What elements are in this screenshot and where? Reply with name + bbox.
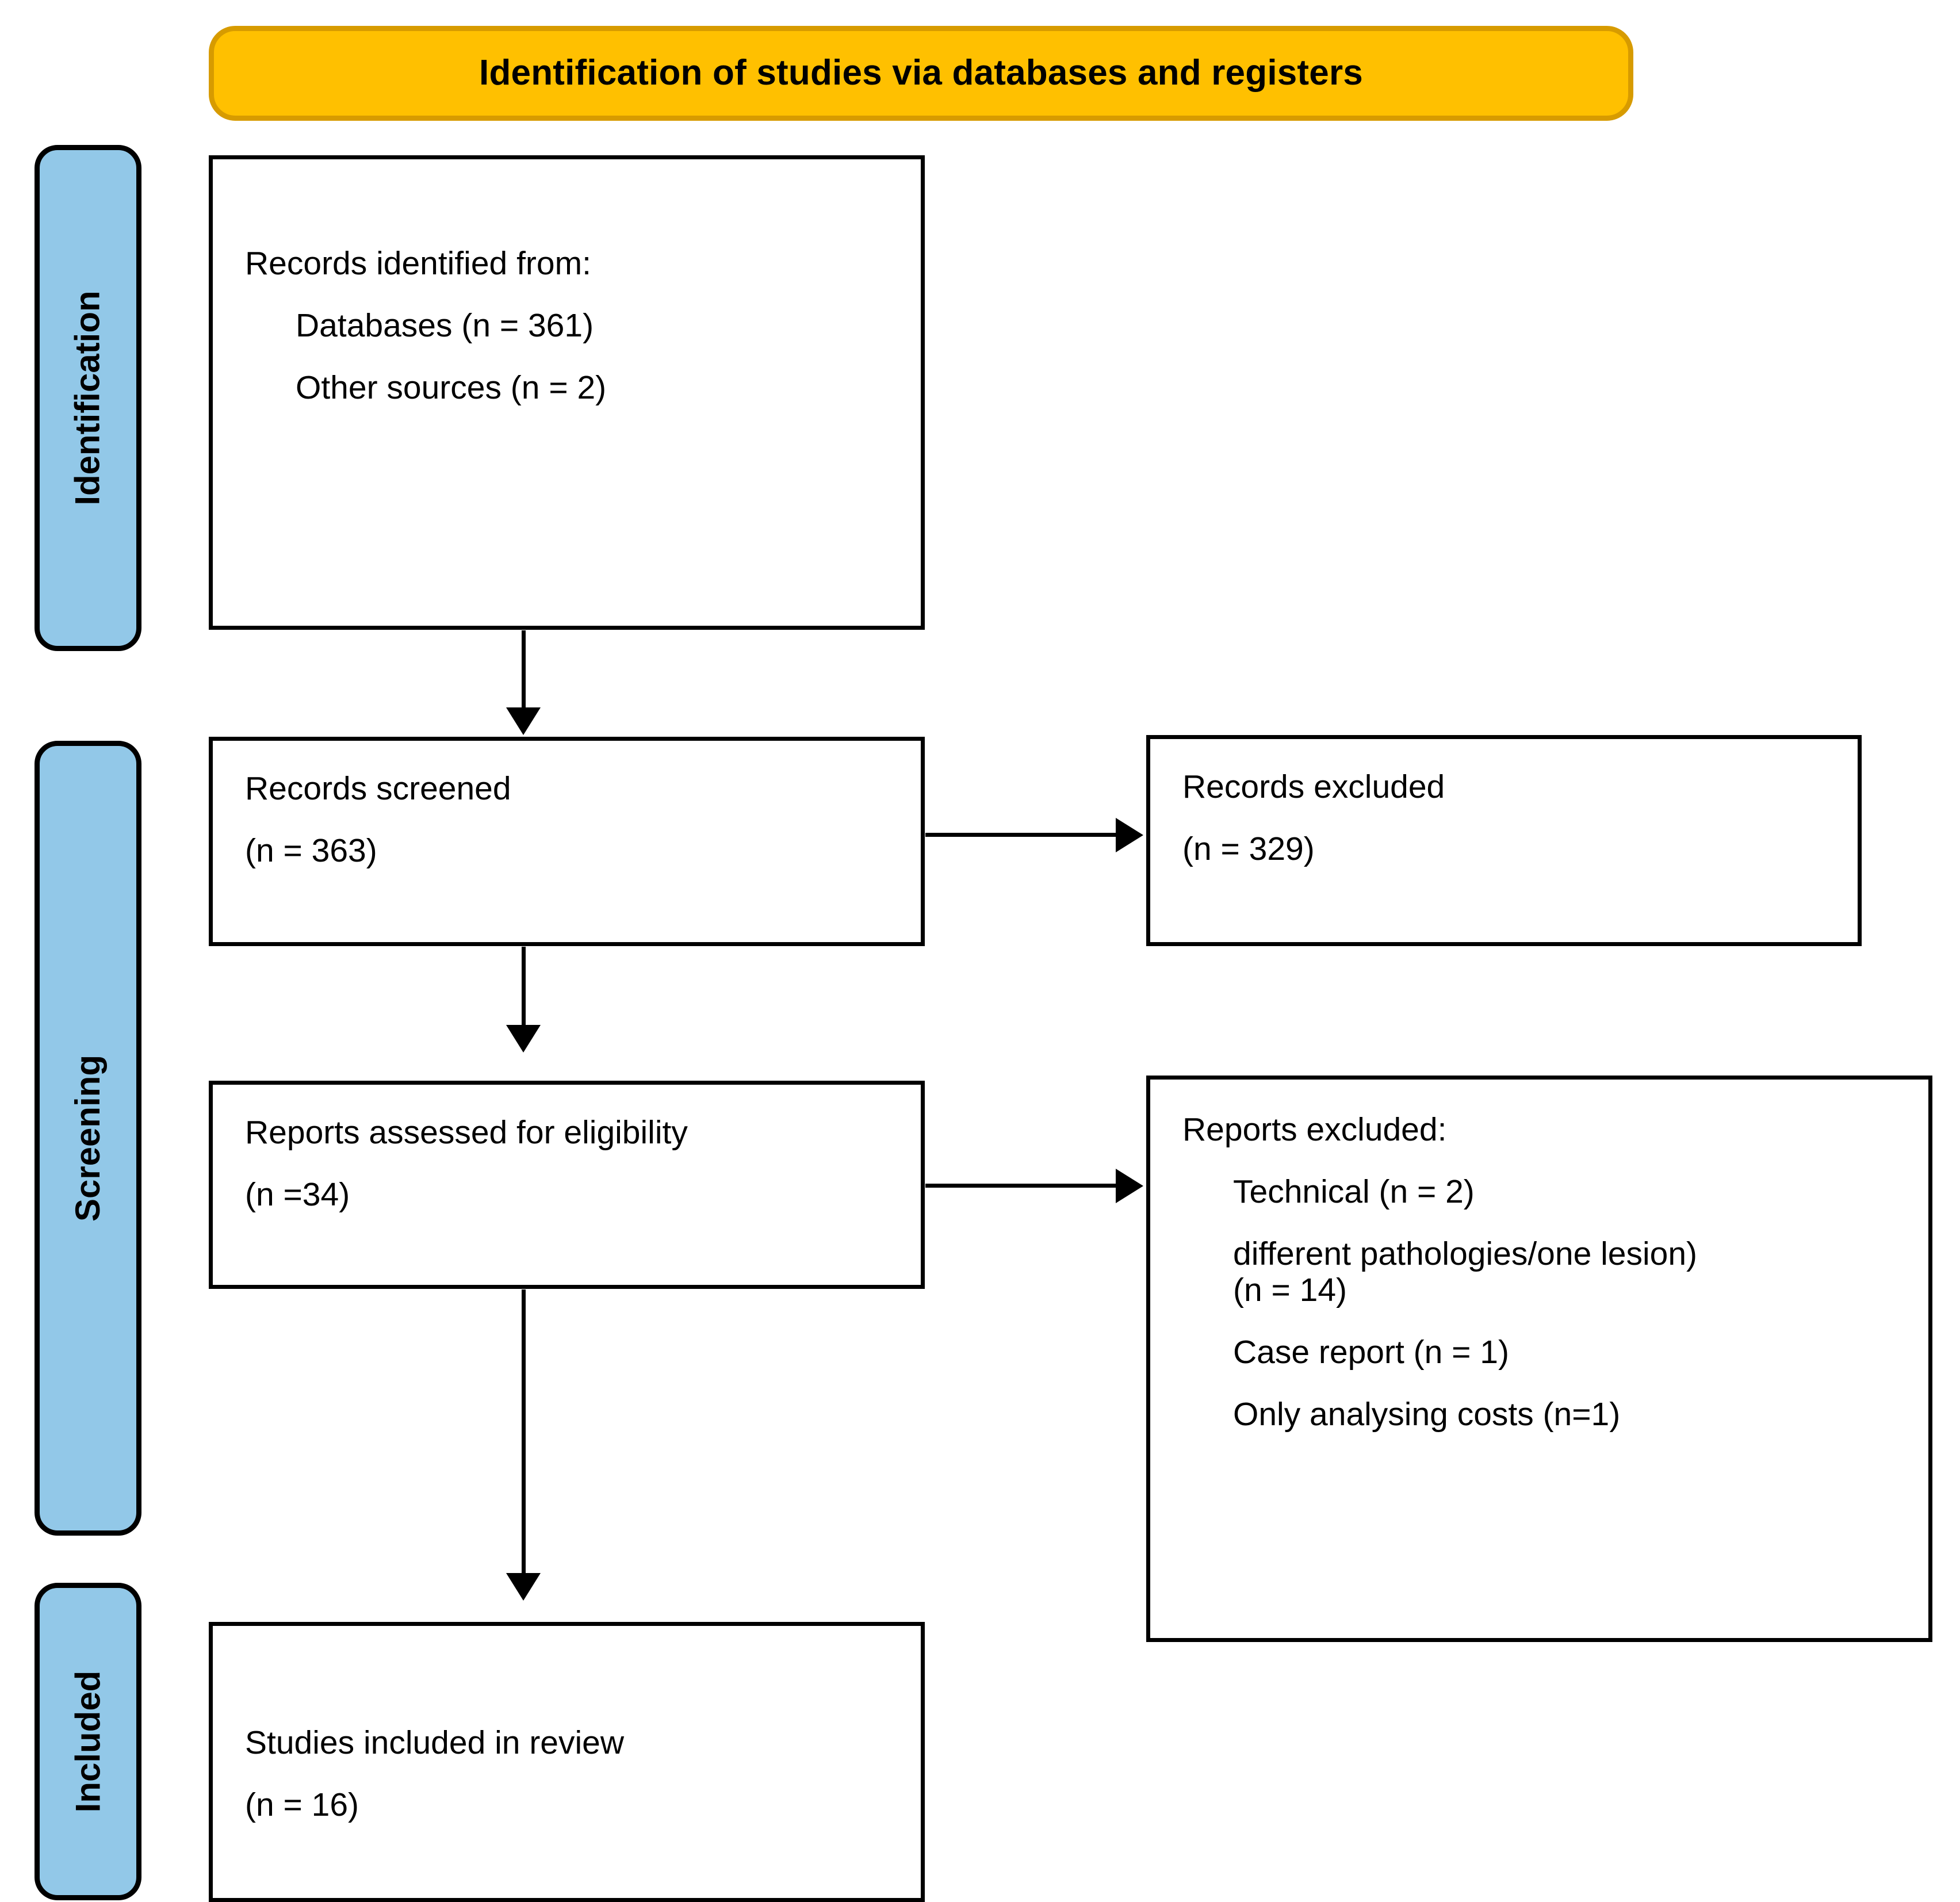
box-studies-included-in-review: Studies included in review (n = 16)	[209, 1622, 925, 1902]
box-text-line: (n = 363)	[245, 832, 377, 869]
box-text-line: Only analysing costs (n=1)	[1233, 1396, 1621, 1433]
arrow-shaft	[925, 1184, 1119, 1188]
arrow-head-right-icon	[1116, 1169, 1143, 1203]
stage-label-identification: Identification	[35, 145, 141, 651]
box-reports-excluded-lines: Reports excluded: Technical (n = 2) differ…	[1182, 1111, 1913, 1433]
box-text-line: Other sources (n = 2)	[296, 369, 607, 406]
stage-label-included-text: Included	[68, 1670, 107, 1813]
arrow-shaft	[522, 1289, 526, 1577]
header-banner: Identification of studies via databases …	[209, 26, 1633, 121]
arrow-shaft	[925, 833, 1119, 837]
box-records-identified: Records identified from: Databases (n = 3…	[209, 155, 925, 630]
stage-label-screening-text: Screening	[68, 1054, 108, 1222]
arrow-head-down-icon	[506, 707, 541, 735]
box-studies-included-lines: Studies included in review (n = 16)	[245, 1724, 906, 1824]
box-records-screened: Records screened (n = 363)	[209, 737, 925, 946]
arrow-head-down-icon	[506, 1025, 541, 1053]
box-text-line: (n = 329)	[1182, 830, 1315, 867]
box-text-line: (n = 16)	[245, 1786, 359, 1823]
stage-label-screening: Screening	[35, 741, 141, 1536]
box-text-line: Studies included in review	[245, 1724, 625, 1761]
box-records-excluded-lines: Records excluded (n = 329)	[1182, 768, 1843, 868]
arrow-shaft	[522, 947, 526, 1027]
box-text-line: Reports assessed for eligibility	[245, 1114, 688, 1151]
box-reports-assessed-lines: Reports assessed for eligibility (n =34)	[245, 1114, 906, 1214]
box-text-line: Reports excluded:	[1182, 1111, 1447, 1148]
box-text-line: Case report (n = 1)	[1233, 1334, 1509, 1371]
box-records-screened-lines: Records screened (n = 363)	[245, 770, 906, 870]
box-text-line: (n =34)	[245, 1176, 350, 1213]
page-title: Identification of studies via databases …	[479, 53, 1363, 93]
box-records-identified-lines: Records identified from: Databases (n = 3…	[245, 245, 906, 406]
box-text-line: Databases (n = 361)	[296, 307, 594, 344]
box-text-line: Records excluded	[1182, 768, 1445, 805]
stage-label-identification-text: Identification	[68, 290, 107, 506]
arrow-shaft	[522, 630, 526, 710]
box-reports-excluded: Reports excluded: Technical (n = 2) differ…	[1146, 1076, 1932, 1642]
box-text-line: Records identified from:	[245, 245, 591, 282]
box-text-line: Records screened	[245, 770, 511, 807]
box-records-excluded: Records excluded (n = 329)	[1146, 735, 1862, 946]
box-text-line: different pathologies/one lesion) (n = 1…	[1233, 1235, 1698, 1309]
box-reports-assessed-for-eligibility: Reports assessed for eligibility (n =34)	[209, 1081, 925, 1289]
arrow-head-right-icon	[1116, 818, 1143, 852]
box-text-line: Technical (n = 2)	[1233, 1173, 1475, 1210]
stage-label-included: Included	[35, 1583, 141, 1900]
arrow-head-down-icon	[506, 1573, 541, 1601]
